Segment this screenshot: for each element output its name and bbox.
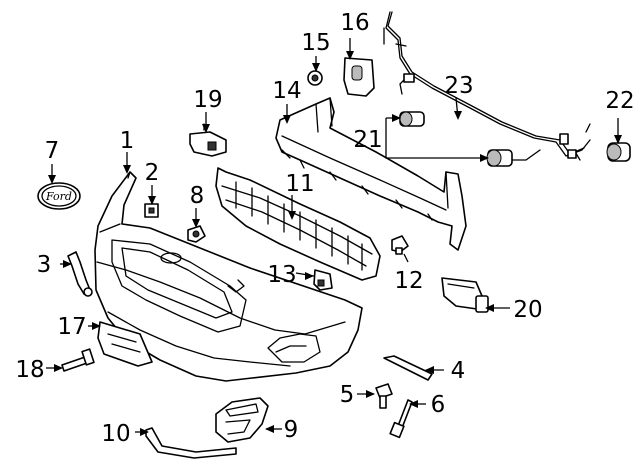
- screw-5: [375, 383, 393, 409]
- molding-4: [383, 355, 433, 381]
- nut-15: [307, 70, 323, 86]
- callout-17: 17: [57, 314, 86, 340]
- parking-sensor-22: [606, 142, 631, 162]
- bumper-cover: [94, 171, 363, 382]
- bracket-13: [313, 269, 333, 291]
- parking-sensor-21a: [399, 111, 425, 127]
- bolt-6: [389, 399, 413, 439]
- radar-module-20: [441, 277, 489, 313]
- callout-10: 10: [101, 421, 130, 447]
- callout-6: 6: [431, 392, 446, 418]
- callout-8: 8: [190, 183, 205, 209]
- bracket-16: [343, 57, 375, 97]
- bolt-18: [61, 348, 95, 372]
- license-bracket-17: [97, 321, 153, 367]
- ford-emblem: Ford: [37, 182, 81, 210]
- callout-1: 1: [120, 128, 135, 154]
- callout-13: 13: [267, 262, 296, 288]
- pin-12: [391, 235, 409, 255]
- callout-20: 20: [513, 297, 542, 323]
- arrowheads: [48, 51, 622, 436]
- callout-4: 4: [451, 358, 466, 384]
- callout-5: 5: [340, 382, 355, 408]
- wiring-harness-23: [383, 11, 591, 161]
- callout-12: 12: [394, 268, 423, 294]
- callout-18: 18: [15, 357, 44, 383]
- reinforcement-beam: [275, 97, 467, 251]
- callout-15: 15: [301, 30, 330, 56]
- callout-2: 2: [145, 160, 160, 186]
- sensor-19: [189, 123, 227, 157]
- callout-22: 22: [605, 88, 634, 114]
- energy-absorber: [215, 167, 381, 281]
- callout-16: 16: [340, 10, 369, 36]
- callout-11: 11: [285, 171, 314, 197]
- emblem-text: Ford: [45, 190, 72, 203]
- callout-21: 21: [353, 127, 382, 153]
- callout-7: 7: [45, 138, 60, 164]
- callout-14: 14: [272, 78, 301, 104]
- callout-3: 3: [37, 252, 52, 278]
- trim-strip-10: [145, 427, 237, 459]
- bracket-3: [67, 251, 93, 297]
- callout-23: 23: [444, 73, 473, 99]
- callout-19: 19: [193, 87, 222, 113]
- clip-2: [144, 203, 159, 218]
- parking-sensor-21b: [486, 149, 513, 167]
- retainer-8: [187, 225, 206, 243]
- callout-9: 9: [284, 417, 299, 443]
- callout-labels: 1 2 3 4 5 6 7 8 9 10 11 12 13 14 15 16 1…: [15, 10, 634, 447]
- fog-bezel-9: [215, 397, 269, 443]
